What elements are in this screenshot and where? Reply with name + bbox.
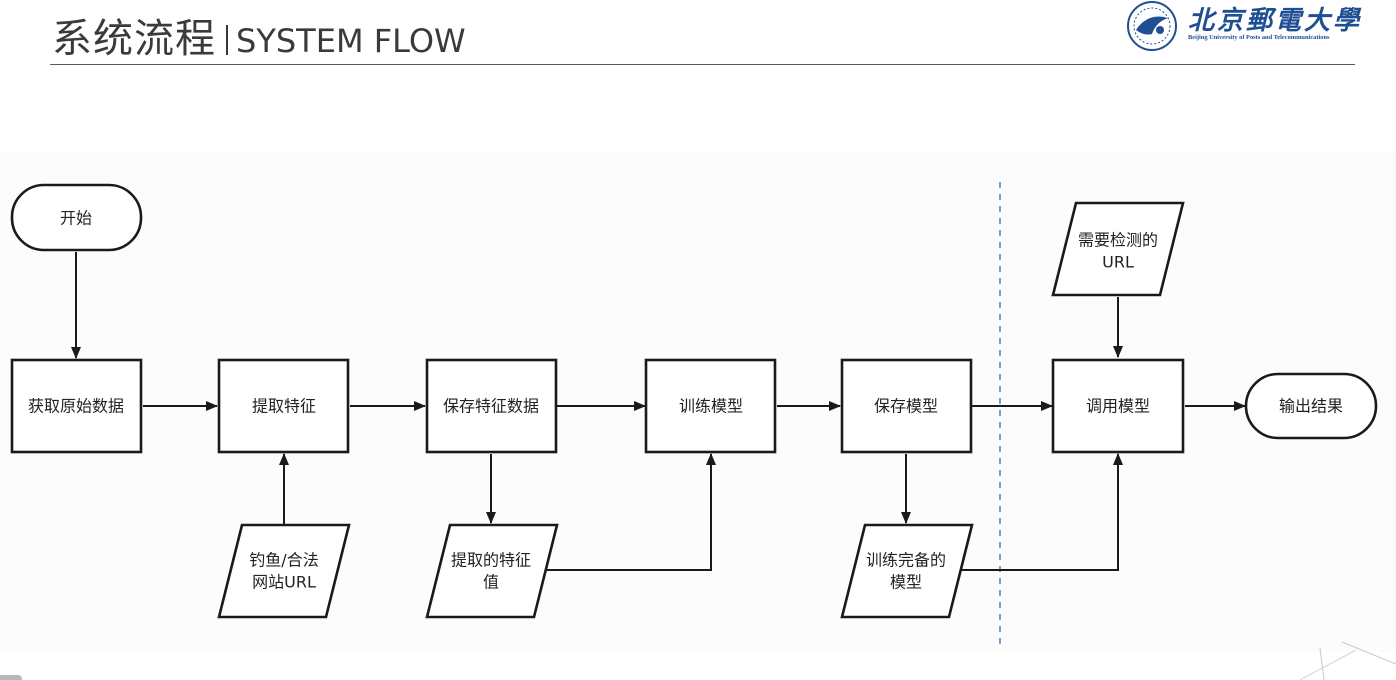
node-extract-features-label: 提取特征 [252,397,316,416]
slide-title: 系统流程 SYSTEM FLOW [52,12,466,68]
node-output-result [1244,372,1378,440]
corner-decoration [1299,641,1396,680]
university-seal-icon [1127,1,1177,51]
node-train-model [644,358,777,454]
node-extract-features [217,358,350,454]
node-extracted-feature-values [425,523,559,619]
node-start [10,183,143,252]
node-start-label: 开始 [60,209,92,228]
edge-values-to-train [545,453,716,571]
page-tab-marker [0,675,22,680]
logo-english-name: Beijing University of Posts and Telecomm… [1188,34,1330,41]
node-trained-model-label-2: 模型 [890,573,922,592]
node-detect-url-label-1: 需要检测的 [1078,231,1158,250]
node-invoke-model [1051,358,1185,454]
node-extracted-feature-values-label-1: 提取的特征 [451,551,531,570]
node-phish-url-input [217,523,351,619]
flow-edges [71,252,1246,571]
node-acquire-data-label: 获取原始数据 [28,397,124,416]
node-trained-model-label-1: 训练完备的 [866,551,946,570]
node-phish-url-input-label-2: 网站URL [252,573,316,592]
node-save-feature-data-label: 保存特征数据 [443,397,539,416]
title-underline [50,64,1355,65]
node-detect-url-label-2: URL [1102,253,1134,272]
node-extracted-feature-values-label-2: 值 [483,573,499,592]
title-separator [226,25,228,55]
node-acquire-data [10,358,143,454]
edge-trained-to-invoke [959,453,1123,571]
title-chinese: 系统流程 [52,16,216,62]
node-invoke-model-label: 调用模型 [1086,397,1150,416]
title-english: SYSTEM FLOW [236,22,466,60]
node-save-model-label: 保存模型 [874,397,938,416]
node-train-model-label: 训练模型 [679,397,743,416]
node-save-model [840,358,973,454]
node-detect-url [1051,201,1185,297]
node-phish-url-input-label-1: 钓鱼/合法 [249,551,318,570]
slide-header: 系统流程 SYSTEM FLOW 北京郵電大學 Beijing Universit… [0,0,1396,70]
university-logo: 北京郵電大學 Beijing University of Posts and T… [1126,0,1360,52]
node-trained-model [840,523,974,619]
logo-chinese-name: 北京郵電大學 [1188,6,1363,36]
node-output-result-label: 输出结果 [1279,397,1343,416]
node-save-feature-data [425,358,558,454]
